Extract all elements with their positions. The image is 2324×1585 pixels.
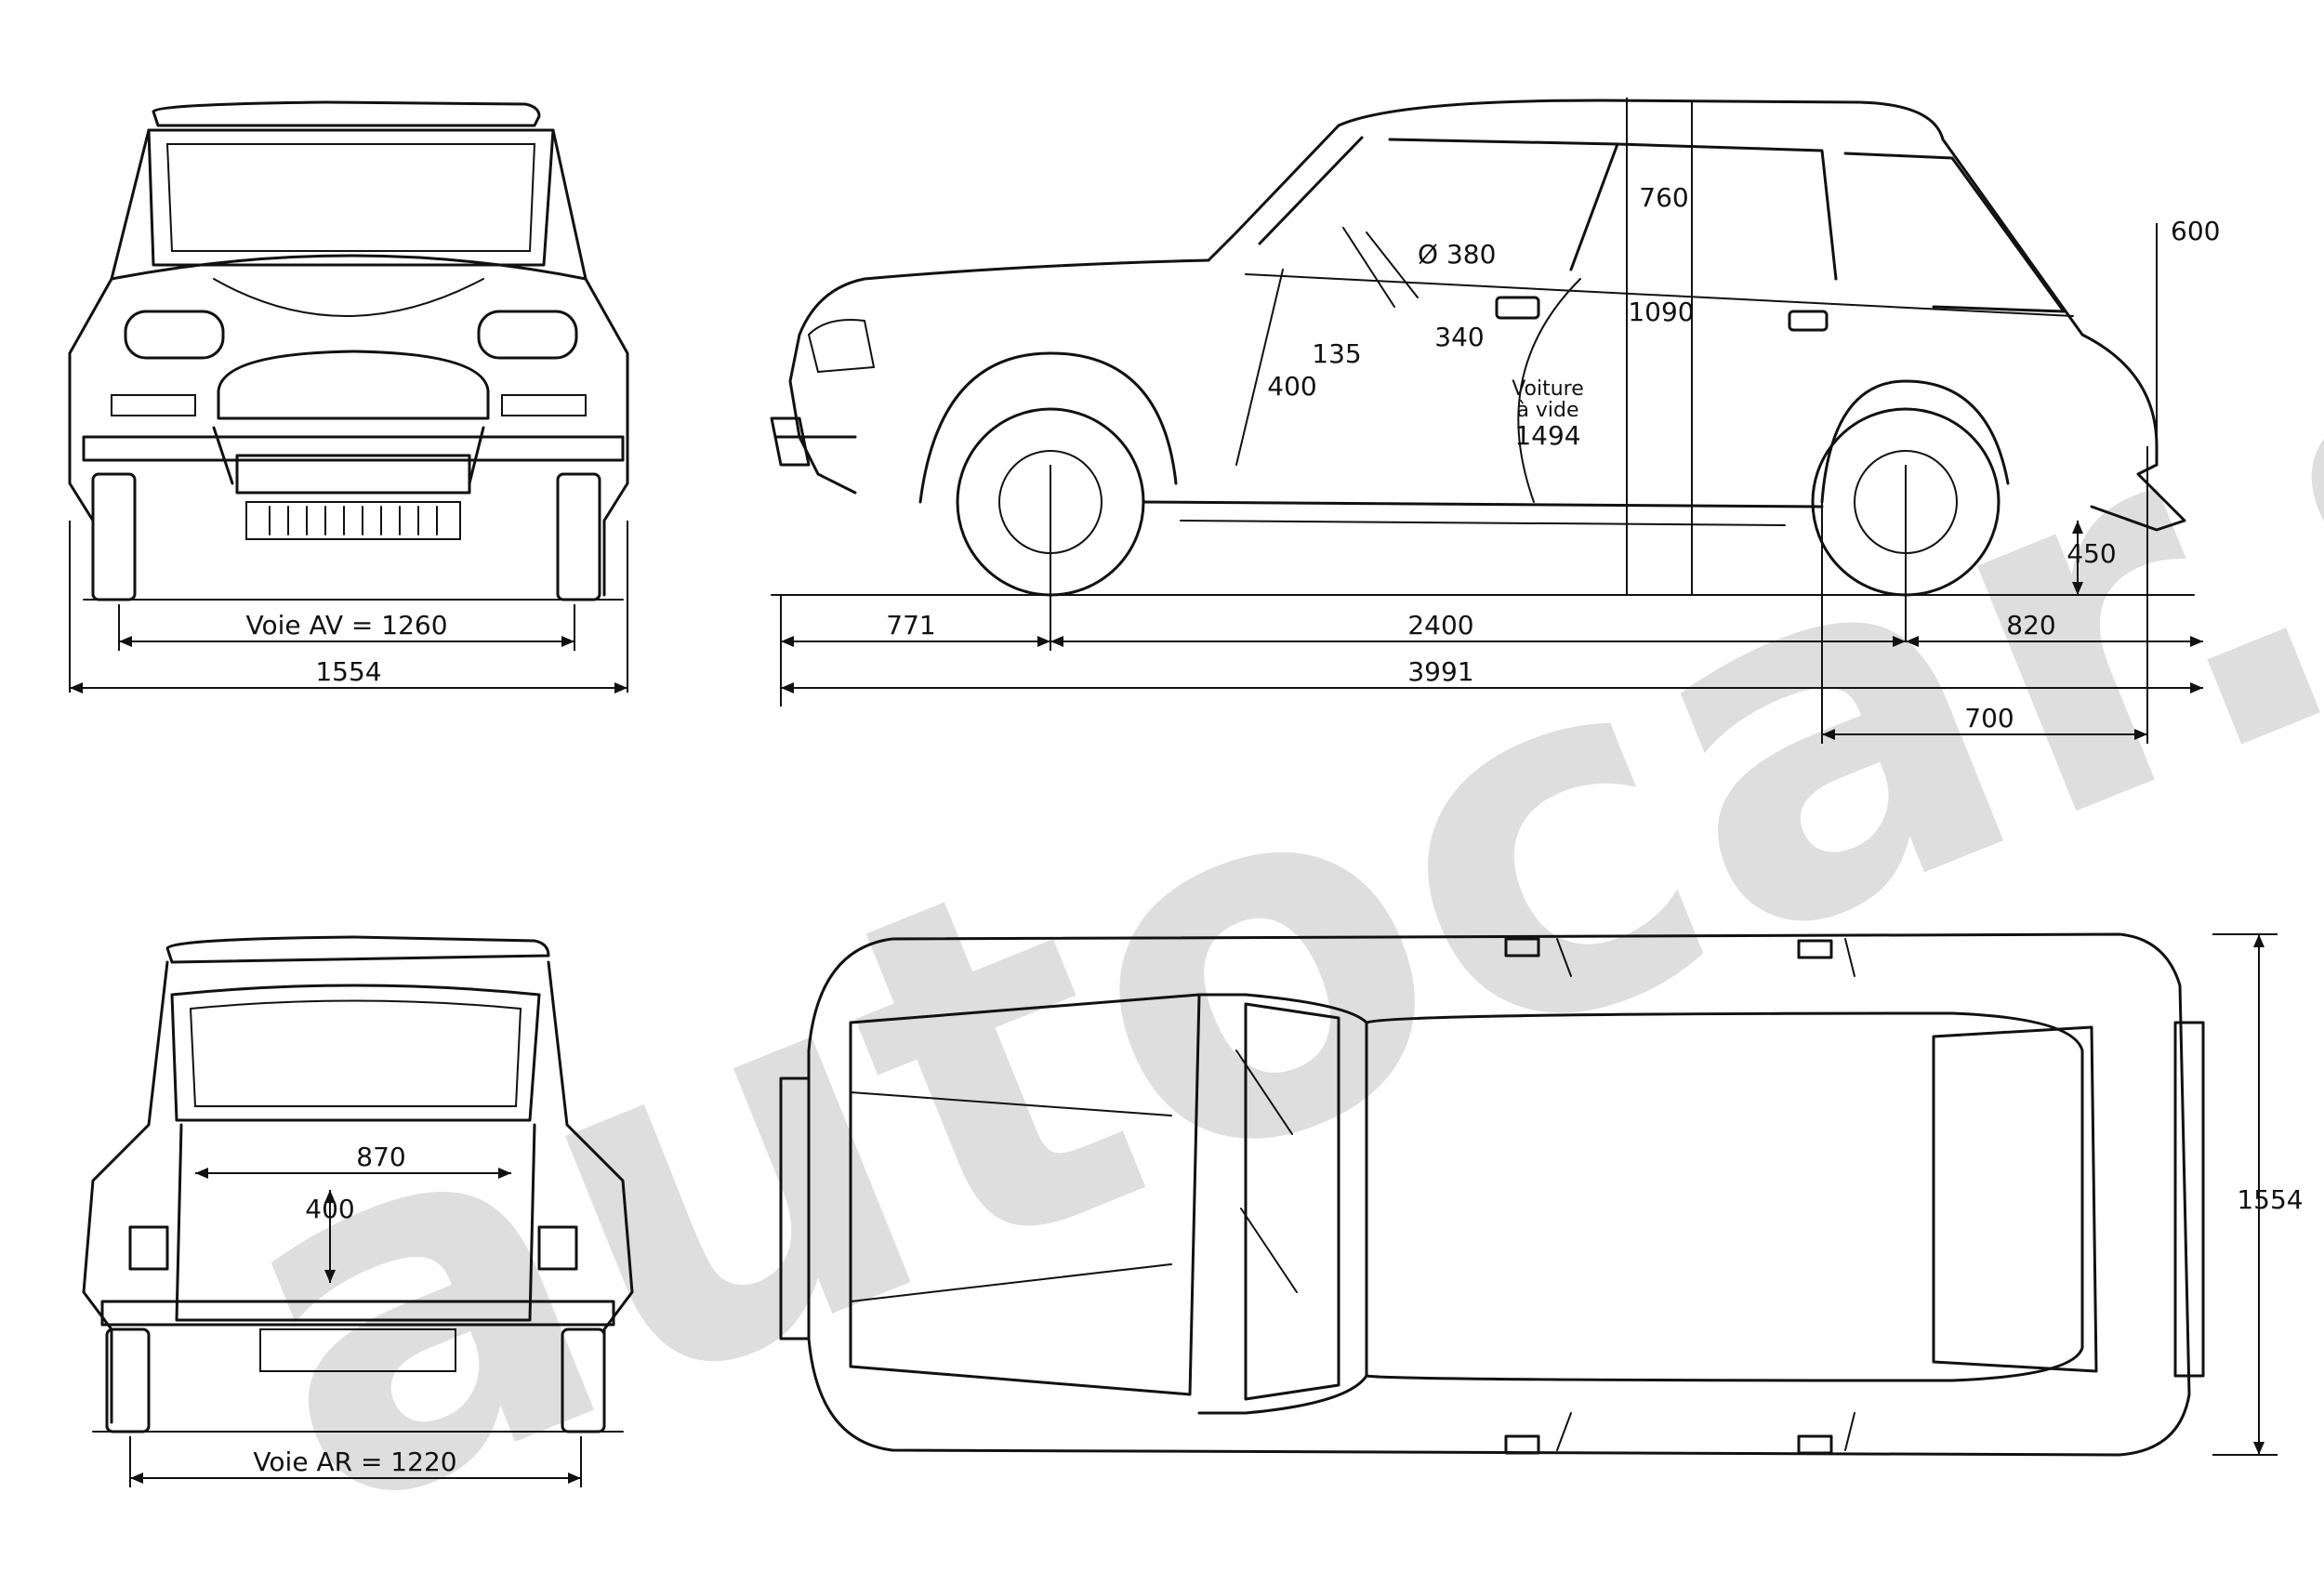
- interior-height-label: 1090: [1628, 297, 1694, 327]
- top-view: 1554: [779, 932, 2304, 1457]
- rear-dim-label: 700: [1964, 703, 2014, 733]
- dim-340-label: 340: [1434, 322, 1484, 352]
- wheelbase-label: 2400: [1407, 610, 1473, 641]
- length-label: 3991: [1407, 656, 1473, 687]
- top-width-label: 1554: [2237, 1184, 2303, 1215]
- dim-135-label: 135: [1312, 338, 1361, 369]
- note-line2: à vide: [1516, 399, 1578, 422]
- rear-overhang-label: 820: [2006, 610, 2055, 641]
- watermark: autocar.su: [159, 41, 2324, 1585]
- watermark-text: autocar.su: [159, 41, 2324, 1580]
- rear-top-label: 600: [2171, 216, 2220, 246]
- front-overhang-label: 771: [886, 610, 935, 641]
- note-line1: Voiture: [1512, 377, 1584, 401]
- ground-clearance-label: 450: [2067, 538, 2116, 569]
- steering-diameter-label: Ø 380: [1418, 239, 1496, 270]
- rear-height-dim-label: 400: [305, 1194, 354, 1224]
- rear-view: 870 400 Voie AR = 1220: [82, 935, 634, 1487]
- side-view: 771 2400 820 3991 700 1494 1090 760 600 …: [770, 98, 2220, 744]
- dim-400-label: 400: [1267, 371, 1316, 402]
- front-view: Voie AV = 1260 1554: [68, 100, 629, 693]
- rear-width-dim-label: 870: [356, 1142, 405, 1172]
- front-width-label: 1554: [315, 656, 381, 687]
- height-label: 1494: [1514, 420, 1580, 451]
- roof-dim-label: 760: [1639, 182, 1688, 213]
- rear-track-label: Voie AR = 1220: [253, 1446, 456, 1477]
- front-track-label: Voie AV = 1260: [245, 610, 447, 641]
